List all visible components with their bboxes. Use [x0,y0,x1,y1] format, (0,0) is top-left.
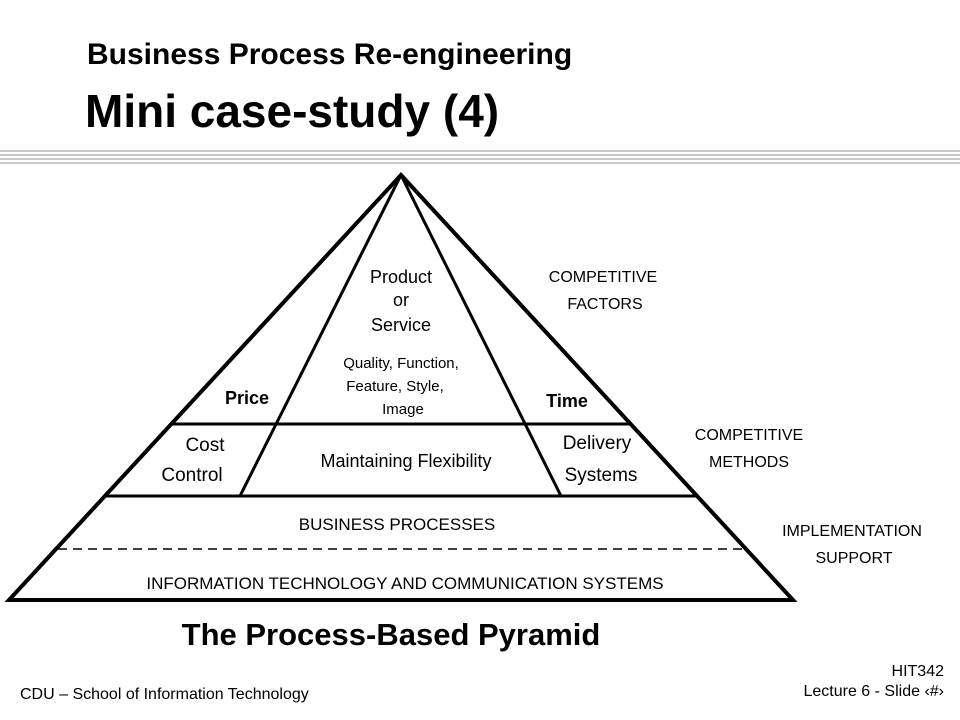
slide-title: Business Process Re-engineering [87,38,573,71]
factor-label-time: Time [546,391,588,411]
slide-subtitle: Mini case-study (4) [85,85,500,137]
tier-label-it-systems: INFORMATION TECHNOLOGY AND COMMUNICATION… [146,574,663,593]
apex-label-or: or [393,290,409,310]
apex-details-line1: Quality, Function, [343,355,459,372]
title-divider [0,150,960,168]
method-label-cost: Cost [185,435,225,456]
apex-label-product: Product [370,267,432,287]
tier-label-business-processes: BUSINESS PROCESSES [299,515,496,534]
pyramid-inner-right-line [399,174,563,497]
side-label-implementation-1: IMPLEMENTATION [782,523,922,540]
apex-details-line3: Image [382,401,424,418]
footer-school: CDU – School of Information Technology [20,686,309,703]
footer-slide-info: HIT342 Lecture 6 - Slide ‹#› [803,662,944,702]
method-label-control: Control [161,465,222,486]
footer-course-code: HIT342 [891,663,944,680]
apex-details-line2: Feature, Style, [346,378,444,395]
apex-label-service: Service [371,315,431,335]
method-label-delivery: Delivery [563,433,632,454]
side-label-implementation-2: SUPPORT [815,550,892,567]
footer-slide-number: Lecture 6 - Slide ‹#› [803,683,944,700]
side-label-competitive-factors-1: COMPETITIVE [549,269,657,286]
pyramid-outline [4,172,798,602]
method-label-flexibility: Maintaining Flexibility [320,451,491,471]
factor-label-price: Price [225,388,269,408]
method-label-systems: Systems [565,465,638,486]
side-label-competitive-methods-1: COMPETITIVE [695,427,803,444]
pyramid-inner-left-line [238,174,403,497]
side-label-competitive-factors-2: FACTORS [567,296,642,313]
side-label-competitive-methods-2: METHODS [709,454,789,471]
diagram-caption: The Process-Based Pyramid [182,617,601,652]
